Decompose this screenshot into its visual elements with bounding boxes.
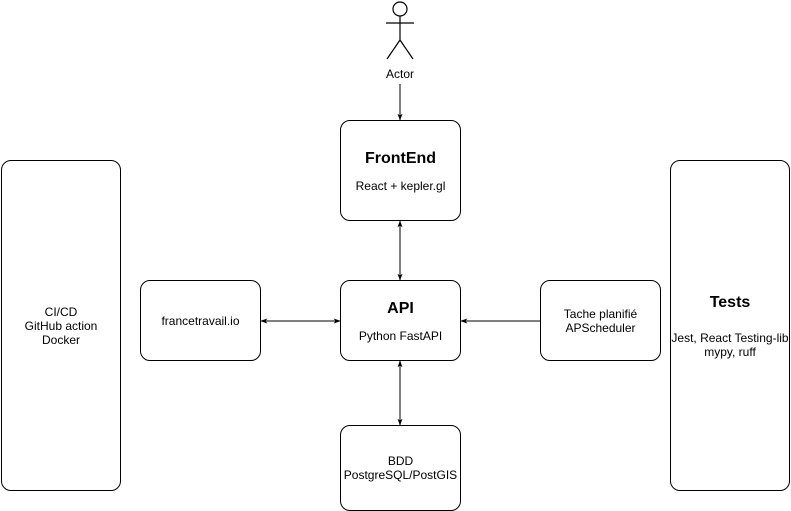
actor-label: Actor xyxy=(385,67,414,81)
api-tech: Python FastAPI xyxy=(358,328,443,343)
cicd-text: CI/CD GitHub action Docker xyxy=(24,304,98,347)
scheduler-node: Tache planifié APScheduler xyxy=(540,280,661,361)
frontend-tech: React + kepler.gl xyxy=(355,178,446,193)
actor-icon xyxy=(386,1,414,60)
cicd-node: CI/CD GitHub action Docker xyxy=(1,160,121,491)
scheduler-text: Tache planifié APScheduler xyxy=(563,306,638,335)
tests-tools: Jest, React Testing-lib mypy, ruff xyxy=(671,330,789,359)
database-node: BDD PostgreSQL/PostGIS xyxy=(340,425,461,511)
tests-node: Tests Jest, React Testing-lib mypy, ruff xyxy=(670,160,790,491)
tests-title: Tests xyxy=(709,293,751,311)
api-node: API Python FastAPI xyxy=(340,280,461,361)
frontend-node: FrontEnd React + kepler.gl xyxy=(340,120,461,221)
external-api-text: francetravail.io xyxy=(161,313,240,328)
api-title: API xyxy=(387,299,414,317)
external-api-node: francetravail.io xyxy=(140,280,261,361)
database-text: BDD PostgreSQL/PostGIS xyxy=(343,454,458,482)
frontend-title: FrontEnd xyxy=(364,149,437,167)
